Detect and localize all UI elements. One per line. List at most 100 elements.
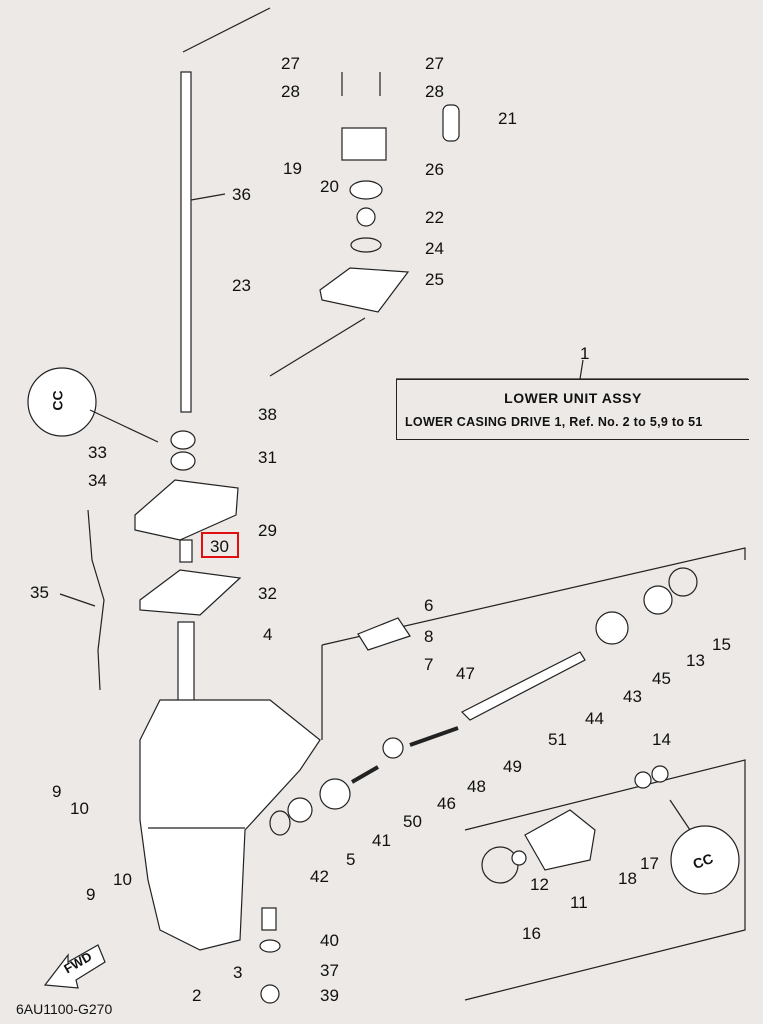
callout-24[interactable]: 24 (425, 239, 444, 258)
callout-17[interactable]: 17 (640, 854, 659, 873)
callout-23[interactable]: 23 (232, 276, 251, 295)
spring (409, 726, 459, 747)
callout-36[interactable]: 36 (232, 185, 251, 204)
o-ring (668, 567, 698, 597)
leader-line (182, 7, 271, 53)
outer-plate (319, 267, 410, 313)
callout-43[interactable]: 43 (623, 687, 642, 706)
cc-badge-top (27, 367, 97, 437)
callout-44[interactable]: 44 (585, 709, 604, 728)
o-ring (481, 846, 519, 884)
leader-line (321, 547, 746, 646)
callout-4[interactable]: 4 (263, 625, 273, 644)
title-block: LOWER UNIT ASSY LOWER CASING DRIVE 1, Re… (396, 379, 749, 440)
forward-gear (595, 611, 629, 645)
anode (357, 617, 411, 651)
leader-line (464, 759, 746, 1001)
callout-37[interactable]: 37 (320, 961, 339, 980)
propeller-shaft (460, 651, 586, 721)
callout-51[interactable]: 51 (548, 730, 567, 749)
callout-38[interactable]: 38 (258, 405, 277, 424)
bearing (269, 810, 291, 836)
callout-22[interactable]: 22 (425, 208, 444, 227)
bearing (643, 585, 673, 615)
callout-42[interactable]: 42 (310, 867, 329, 886)
nut (260, 984, 280, 1004)
leader-line (669, 799, 691, 831)
callout-39[interactable]: 39 (320, 986, 339, 1005)
callout-34[interactable]: 34 (88, 471, 107, 490)
callout-32[interactable]: 32 (258, 584, 277, 603)
callout-35[interactable]: 35 (30, 583, 49, 602)
callout-30[interactable]: 30 (210, 537, 229, 556)
callout-49[interactable]: 49 (503, 757, 522, 776)
fwd-arrow-icon (43, 944, 106, 989)
leader-line (579, 359, 584, 380)
oil-seal (634, 771, 652, 789)
leader-line (89, 409, 159, 443)
callout-9[interactable]: 9 (86, 885, 96, 904)
callout-45[interactable]: 45 (652, 669, 671, 688)
callout-25[interactable]: 25 (425, 270, 444, 289)
reverse-gear (319, 778, 351, 810)
callout-46[interactable]: 46 (437, 794, 456, 813)
callout-10[interactable]: 10 (113, 870, 132, 889)
callout-21[interactable]: 21 (498, 109, 517, 128)
callout-27[interactable]: 27 (281, 54, 300, 73)
callout-29[interactable]: 29 (258, 521, 277, 540)
callout-2[interactable]: 2 (192, 986, 202, 1005)
callout-7[interactable]: 7 (424, 655, 434, 674)
callout-8[interactable]: 8 (424, 627, 434, 646)
callout-50[interactable]: 50 (403, 812, 422, 831)
cc-badge-top-label: CC (49, 390, 66, 411)
insert-cartridge (349, 180, 383, 200)
shift-rod (87, 509, 105, 691)
highlight-box (201, 532, 239, 558)
callout-47[interactable]: 47 (456, 664, 475, 683)
assembly-subtitle: LOWER CASING DRIVE 1, Ref. No. 2 to 5,9 … (405, 415, 703, 429)
callout-19[interactable]: 19 (283, 159, 302, 178)
callout-12[interactable]: 12 (530, 875, 549, 894)
o-ring (350, 237, 382, 253)
callout-41[interactable]: 41 (372, 831, 391, 850)
callout-16[interactable]: 16 (522, 924, 541, 943)
oil-seal (651, 765, 669, 783)
callout-10[interactable]: 10 (70, 799, 89, 818)
thrust-washer (287, 797, 313, 823)
callout-31[interactable]: 31 (258, 448, 277, 467)
callout-5[interactable]: 5 (346, 850, 356, 869)
lower-casing (139, 699, 321, 951)
callout-15[interactable]: 15 (712, 635, 731, 654)
diagram-code: 6AU1100-G270 (16, 1001, 113, 1017)
leader-line (269, 317, 366, 377)
callout-9[interactable]: 9 (52, 782, 62, 801)
dog-clutch (382, 737, 404, 759)
callout-13[interactable]: 13 (686, 651, 705, 670)
callout-11[interactable]: 11 (570, 893, 588, 912)
water-tube (442, 104, 460, 142)
oil-seal (170, 430, 196, 450)
spacer (261, 907, 277, 931)
ref-number: 1 (580, 344, 590, 363)
oil-seal-housing (134, 479, 239, 541)
callout-27[interactable]: 27 (425, 54, 444, 73)
callout-18[interactable]: 18 (618, 869, 637, 888)
callout-3[interactable]: 3 (233, 963, 243, 982)
callout-26[interactable]: 26 (425, 160, 444, 179)
callout-40[interactable]: 40 (320, 931, 339, 950)
shift-pin (351, 765, 379, 784)
callout-28[interactable]: 28 (425, 82, 444, 101)
callout-14[interactable]: 14 (652, 730, 671, 749)
drive-shaft (180, 71, 192, 413)
cc-badge-bottom (670, 825, 740, 895)
callout-48[interactable]: 48 (467, 777, 486, 796)
impeller (356, 207, 376, 227)
oil-seal (170, 451, 196, 471)
callout-33[interactable]: 33 (88, 443, 107, 462)
propeller-shaft-housing (524, 809, 596, 871)
assembly-title: LOWER UNIT ASSY (504, 390, 642, 406)
callout-28[interactable]: 28 (281, 82, 300, 101)
callout-6[interactable]: 6 (424, 596, 434, 615)
callout-20[interactable]: 20 (320, 177, 339, 196)
gasket (139, 569, 242, 616)
